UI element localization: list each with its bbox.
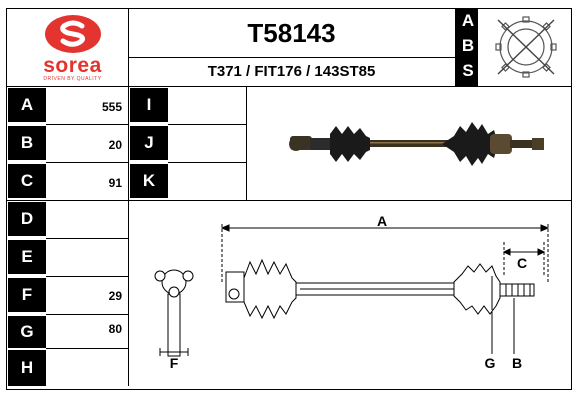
part-number: T58143 [247, 18, 336, 48]
divider [6, 200, 572, 201]
no-abs-ring-icon [495, 16, 557, 78]
divider [168, 162, 246, 163]
spec-value-b: 20 [108, 138, 122, 152]
dim-label-f: F [170, 355, 179, 371]
spec-letter-a: A [8, 88, 46, 122]
dim-label-g: G [485, 355, 496, 371]
spec-value-a: 555 [101, 100, 122, 114]
divider [168, 124, 246, 125]
spec-letter-d: D [8, 202, 46, 236]
spec-letter-j: J [130, 126, 168, 160]
spec-value-c: 91 [108, 176, 122, 190]
brand-name: sorea [43, 54, 102, 77]
dim-label-a: A [377, 213, 387, 229]
technical-drawing: A C F G B [154, 213, 550, 371]
divider [46, 238, 128, 239]
divider [46, 162, 128, 163]
cross-references: T371 / FIT176 / 143ST85 [207, 63, 376, 80]
abs-letter-a: A [461, 11, 475, 30]
abs-letter-b: B [461, 36, 475, 55]
sorea-logo-icon [45, 15, 101, 53]
divider [128, 8, 129, 386]
spec-letter-b: B [8, 126, 46, 160]
brand-tagline: DRIVEN BY QUALITY [43, 76, 102, 82]
abs-column [456, 9, 478, 86]
divider [6, 86, 572, 87]
spec-letter-f: F [8, 278, 46, 312]
spec-letter-i: I [130, 88, 168, 122]
sheet-frame [6, 8, 572, 390]
spec-value-f: 29 [108, 289, 122, 303]
divider [246, 86, 247, 200]
abs-letter-s: S [462, 61, 474, 80]
divider [46, 314, 128, 315]
drive-shaft-photo [289, 122, 544, 166]
spec-letter-c: C [8, 164, 46, 198]
spec-letter-g: G [8, 316, 46, 348]
spec-letter-h: H [8, 350, 46, 386]
divider [46, 348, 128, 349]
dim-label-c: C [517, 255, 527, 271]
spec-letter-k: K [130, 164, 168, 198]
divider [46, 124, 128, 125]
spec-letter-e: E [8, 240, 46, 274]
dim-label-b: B [512, 355, 522, 371]
spec-value-g: 80 [108, 322, 122, 336]
divider [455, 8, 456, 86]
divider [46, 276, 128, 277]
divider [128, 57, 455, 58]
